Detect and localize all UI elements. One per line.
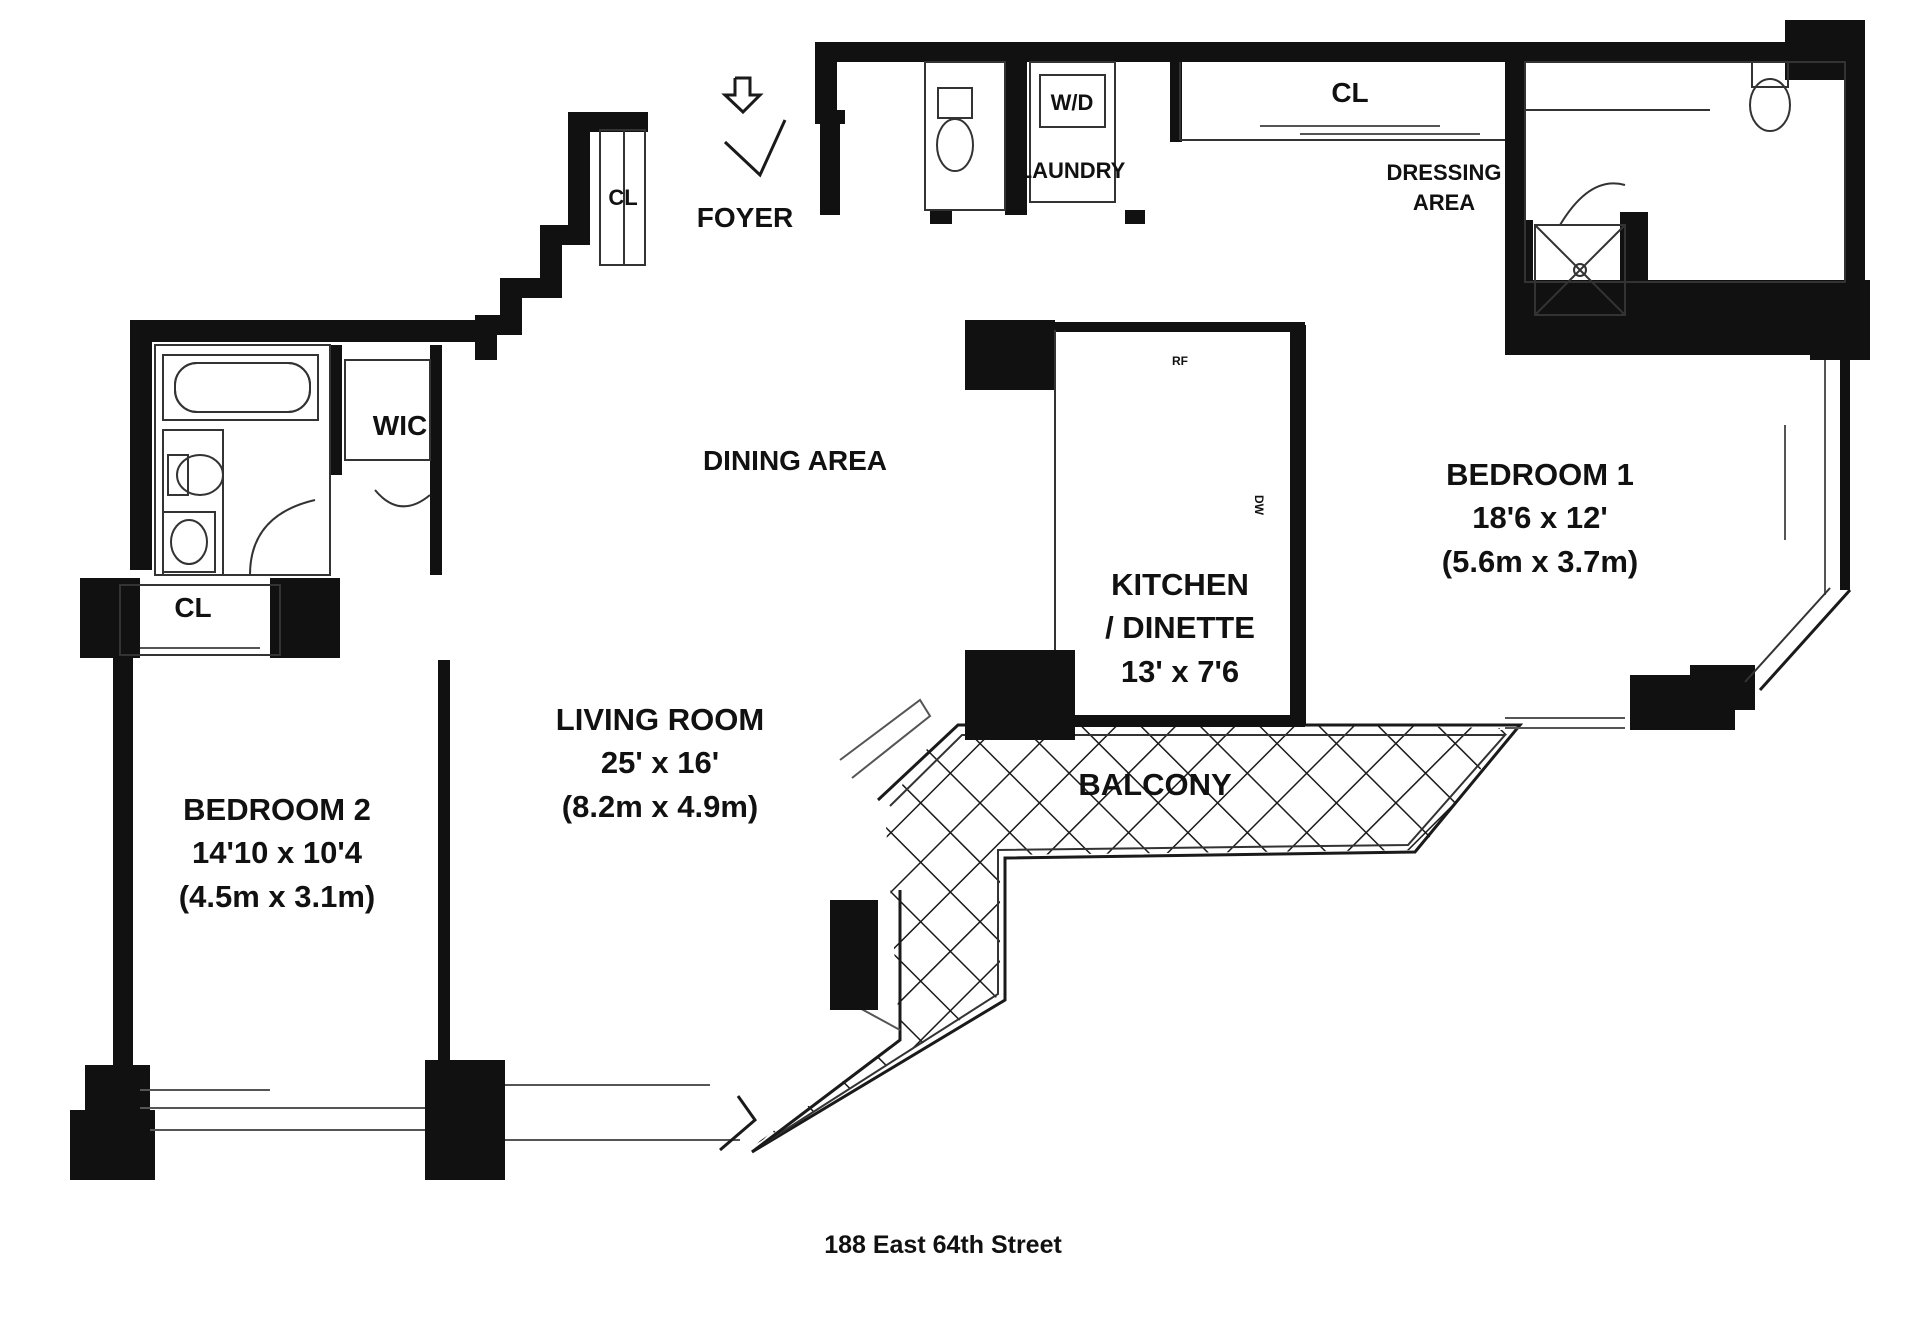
- address-caption: 188 East 64th Street: [824, 1231, 1062, 1259]
- label-foyer-closet: CL: [608, 185, 637, 210]
- sink-icon: [162, 511, 216, 573]
- entry-arrow-icon: [721, 76, 764, 115]
- label-bedroom2-closet: CL: [174, 592, 211, 623]
- toilet-icon: [1749, 61, 1791, 132]
- label-balcony: BALCONY: [1078, 767, 1232, 802]
- label-bedroom1-metric: (5.6m x 3.7m): [1442, 544, 1638, 579]
- label-bedroom2-dims: 14'10 x 10'4: [192, 835, 363, 870]
- label-dressing-line1: DRESSING: [1387, 160, 1502, 185]
- washer-dryer-icon: [1039, 74, 1106, 128]
- label-dishwasher: DW: [1252, 495, 1266, 516]
- label-living-room-name: LIVING ROOM: [556, 702, 764, 737]
- label-living-room-dims: 25' x 16': [601, 745, 719, 780]
- label-living-room-metric: (8.2m x 4.9m): [562, 789, 758, 824]
- toilet-icon: [936, 87, 974, 172]
- label-washer-dryer: W/D: [1051, 90, 1094, 115]
- label-top-closet: CL: [1331, 77, 1368, 108]
- label-bedroom1-dims: 18'6 x 12': [1472, 500, 1607, 535]
- shower-icon: [1573, 263, 1587, 277]
- toilet-icon: [167, 454, 224, 496]
- bathtub-icon: [174, 362, 311, 413]
- label-foyer: FOYER: [697, 202, 793, 233]
- balcony-area: [750, 698, 1524, 1154]
- label-laundry: LAUNDRY: [1019, 158, 1126, 183]
- label-bedroom1-name: BEDROOM 1: [1446, 457, 1634, 492]
- label-kitchen-line2: / DINETTE: [1105, 610, 1255, 645]
- label-bedroom2-name: BEDROOM 2: [183, 792, 371, 827]
- label-kitchen-dims: 13' x 7'6: [1121, 654, 1239, 689]
- label-dressing-line2: AREA: [1413, 190, 1475, 215]
- room-labels: FOYER CL W/D LAUNDRY CL DRESSING AREA WI…: [174, 77, 1638, 1259]
- label-kitchen-line1: KITCHEN: [1111, 567, 1249, 602]
- label-wic: WIC: [373, 410, 427, 441]
- label-bedroom2-metric: (4.5m x 3.1m): [179, 879, 375, 914]
- label-refrigerator: RF: [1172, 354, 1188, 368]
- label-dining-area: DINING AREA: [703, 445, 887, 476]
